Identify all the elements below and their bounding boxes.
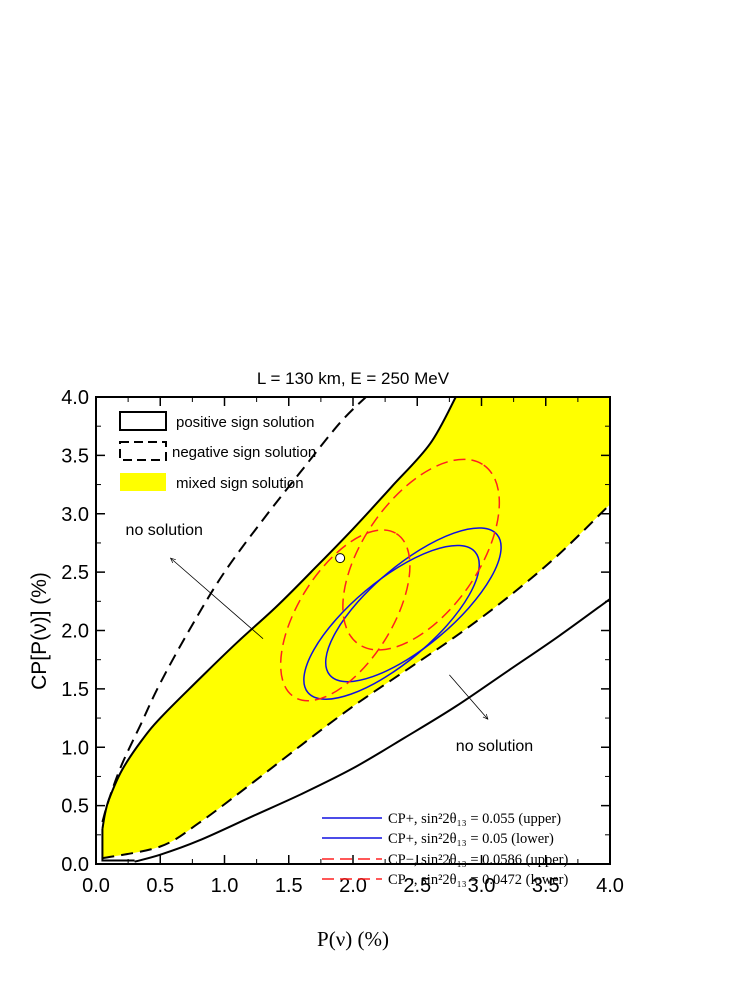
boundary-curves-layer [101,397,610,863]
ellipse-legend: CP+, sin²2θ₁₃ = 0.055 (upper) CP+, sin²2… [322,811,569,888]
x-tick-label: 1.0 [211,875,239,897]
annotations-layer: no solution no solution [126,522,534,755]
x-tick-label: 3.5 [532,875,560,897]
legend-swatch-mixed [120,473,166,491]
legend-label-positive: positive sign solution [176,414,314,431]
legend-label-negative: negative sign solution [172,444,316,461]
ellipse-legend-label-3: CP−, sin²2θ₁₃ = 0.0586 (upper) [388,852,569,868]
ellipse-4 [279,529,411,702]
ellipses-layer [279,458,502,702]
x-tick-label: 0.0 [82,875,110,897]
intersection-marker [335,553,346,564]
x-tick-label: 3.0 [468,875,496,897]
ellipse-3 [342,458,501,651]
x-tick-label: 4.0 [596,875,624,897]
y-tick-label: 1.0 [61,737,89,759]
x-tick-label: 0.5 [146,875,174,897]
mixed-sign-region-layer [102,397,610,859]
negative-solution-upper-curve [101,397,367,823]
region-legend: positive sign solution negative sign sol… [119,411,316,492]
x-axis-title: P(ν) (%) [317,927,389,951]
y-tick-label: 3.5 [61,445,89,467]
legend-swatch-negative [119,441,167,461]
legend-swatch-positive [119,411,167,431]
y-tick-label: 1.5 [61,679,89,701]
ellipse-2 [303,544,480,700]
y-tick-label: 0.5 [61,796,89,818]
y-tick-label: 3.0 [61,504,89,526]
legend-label-mixed: mixed sign solution [176,475,304,492]
ellipse-legend-label-4: CP−, sin²2θ₁₃ = 0.0472 (lower) [388,872,569,888]
mixed-sign-region [102,397,610,859]
x-tick-label: 2.5 [403,875,431,897]
ellipse-legend-label-1: CP+, sin²2θ₁₃ = 0.055 (upper) [388,811,561,827]
annotation-arrow-upper [171,558,264,639]
x-tick-label: 2.0 [339,875,367,897]
annotation-no-solution-upper: no solution [126,522,203,539]
y-tick-label: 2.5 [61,562,89,584]
chart-title: L = 130 km, E = 250 MeV [257,369,450,388]
y-tick-label: 0.0 [61,854,89,876]
annotation-no-solution-lower: no solution [456,738,533,755]
positive-solution-lower-curve [134,598,610,863]
origin-boundary [101,828,135,862]
y-tick-label: 4.0 [61,387,89,409]
y-axis-title: CP[P(ν)] (%) [28,572,51,690]
ellipse-legend-label-2: CP+, sin²2θ₁₃ = 0.05 (lower) [388,831,554,847]
axis-ticks-layer: 0.0 0.5 1.0 1.5 2.0 2.5 3.0 3.5 4.0 0.0 0.5 1.0 1.5 2… [61,387,624,897]
annotation-arrow-lower [449,674,488,719]
negative-solution-lower-curve [102,503,610,860]
y-tick-label: 2.0 [61,621,89,643]
x-tick-label: 1.5 [275,875,303,897]
